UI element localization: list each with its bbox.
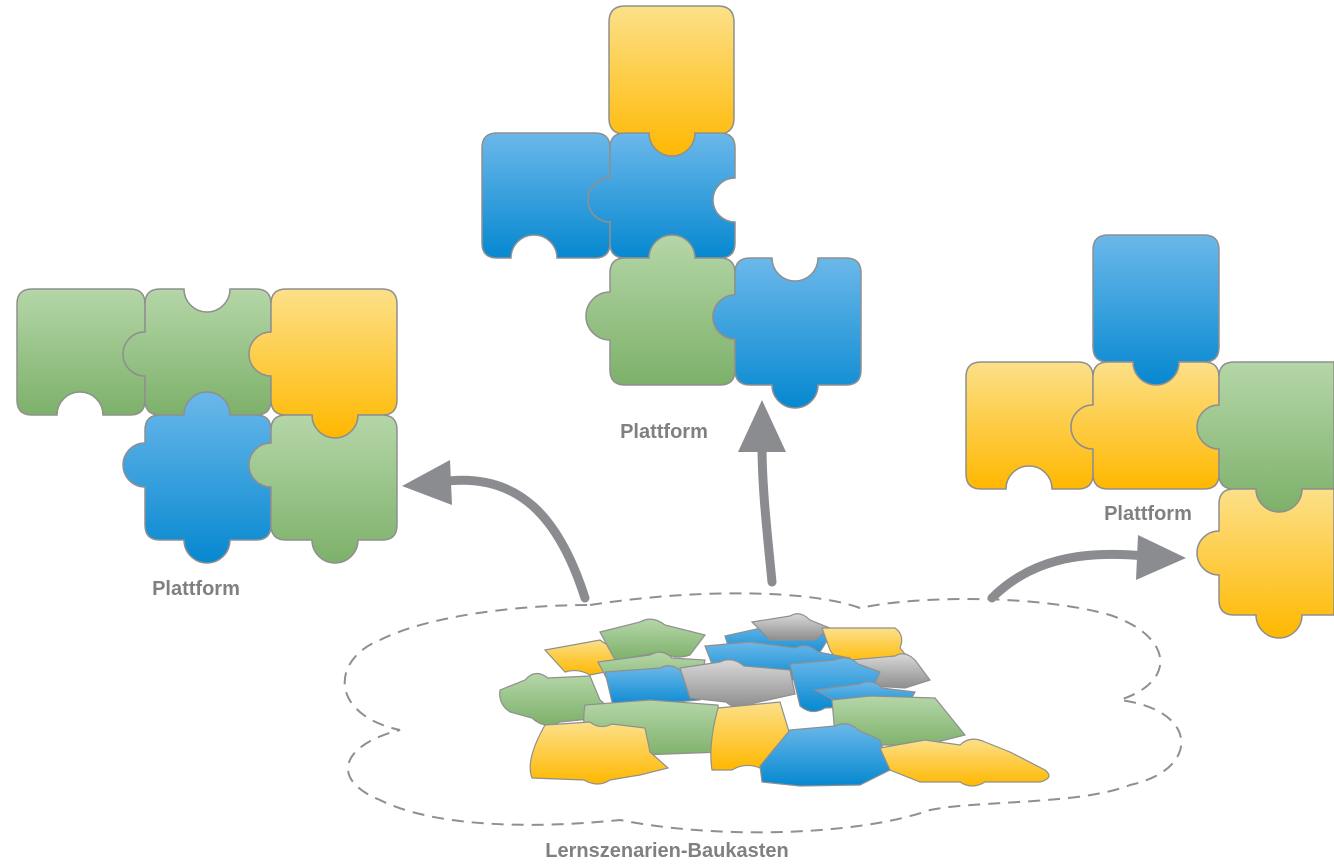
label-toolkit: Lernszenarien-Baukasten bbox=[545, 840, 788, 862]
puzzle-piece-blue-right bbox=[712, 257, 862, 409]
curved-arrow-right bbox=[987, 549, 1150, 603]
label-platform-center: Plattform bbox=[620, 421, 708, 443]
puzzle-piece-green-center bbox=[585, 234, 736, 386]
puzzle-piece-green-left-lower bbox=[248, 414, 398, 564]
arrows bbox=[435, 440, 1150, 603]
arrowhead-right-icon bbox=[1136, 535, 1186, 580]
toolkit-dashed-cloud bbox=[343, 592, 1183, 834]
puzzle-piece-blue-left-cross bbox=[122, 391, 294, 564]
puzzle-piece-yellow-right-3 bbox=[1196, 488, 1334, 639]
pile-piece-blue bbox=[759, 723, 891, 787]
pile-piece-gray bbox=[679, 659, 796, 709]
label-platform-right: Plattform bbox=[1104, 503, 1192, 525]
arrowhead-left-icon bbox=[402, 460, 452, 505]
pile-piece-gray bbox=[750, 613, 832, 641]
left-platform-cluster: Plattform bbox=[16, 288, 398, 600]
arrowheads bbox=[402, 400, 1186, 580]
center-platform-cluster: Plattform bbox=[481, 5, 862, 443]
pile-piece-yellow bbox=[529, 721, 670, 785]
label-platform-left: Plattform bbox=[152, 578, 240, 600]
curved-arrow-left bbox=[435, 475, 590, 603]
right-platform-cluster: Plattform bbox=[965, 234, 1334, 639]
arrow-up-center bbox=[757, 440, 777, 587]
arrowhead-up-icon bbox=[738, 400, 786, 452]
toolkit-piece-pile bbox=[499, 613, 1050, 787]
pile-piece-yellow bbox=[879, 738, 1050, 787]
puzzle-piece-blue-center bbox=[587, 132, 736, 259]
puzzle-piece-yellow-right-2 bbox=[1070, 361, 1220, 490]
